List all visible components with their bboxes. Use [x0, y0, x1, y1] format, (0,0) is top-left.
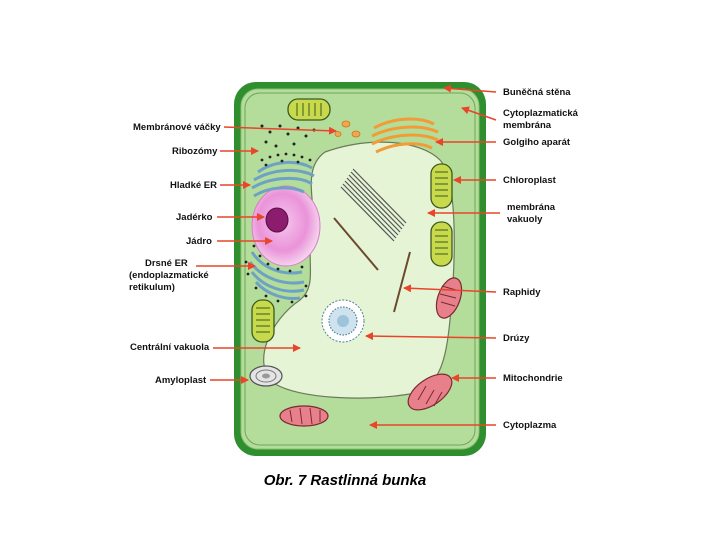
- chloroplast: [430, 163, 453, 209]
- arrow-druses: [365, 332, 497, 341]
- figure-caption: Obr. 7 Rastlinná bunka: [263, 472, 427, 489]
- amyloplast: [249, 365, 283, 387]
- golgi-apparatus: [371, 117, 439, 154]
- nucleolus: [265, 207, 289, 233]
- chloroplast: [430, 221, 453, 267]
- left-arrows: [196, 126, 337, 384]
- label-vacuole-membrane: vakuoly: [507, 214, 543, 225]
- arrow-membrane-vesicles: [223, 126, 337, 135]
- mitochondrion: [407, 373, 453, 411]
- label-ribosomes: Ribozómy: [172, 146, 218, 157]
- chloroplast: [287, 98, 331, 121]
- right-arrows: [365, 84, 500, 429]
- rough-er-ribosomes: [244, 244, 308, 304]
- raphides: [333, 168, 411, 313]
- label-central-vacuole: Centrální vakuola: [130, 342, 210, 353]
- label-rough-er: retikulum): [129, 282, 175, 293]
- label-raphides: Raphidy: [503, 287, 541, 298]
- arrow-raphides: [403, 284, 497, 293]
- label-membrane-vesicles: Membránové váčky: [133, 122, 221, 133]
- membrane-vesicles: [334, 120, 361, 138]
- label-nucleus: Jádro: [186, 236, 212, 247]
- cytoplasmic-membrane: [244, 92, 476, 446]
- nucleus: [251, 185, 321, 267]
- ribosomes-on-smooth-er: [260, 152, 312, 167]
- mitochondrion: [435, 277, 463, 319]
- label-cytoplasmic-membrane: membrána: [503, 120, 552, 131]
- smooth-er: [251, 161, 315, 198]
- label-rough-er: (endoplazmatické: [129, 270, 209, 281]
- arrow-cell-wall: [443, 84, 497, 93]
- label-smooth-er: Hladké ER: [170, 180, 217, 191]
- label-vacuole-membrane: membrána: [507, 202, 556, 213]
- label-nucleolus: Jadérko: [176, 212, 213, 223]
- label-cytoplasmic-membrane: Cytoplazmatická: [503, 108, 579, 119]
- label-chloroplast: Chloroplast: [503, 175, 557, 186]
- label-rough-er: Drsné ER: [145, 258, 188, 269]
- label-druses: Drúzy: [503, 333, 530, 344]
- label-golgi: Golgiho aparát: [503, 137, 571, 148]
- arrow-cytoplasmic-membrane: [461, 106, 497, 121]
- label-cytoplasm: Cytoplazma: [503, 420, 557, 431]
- free-ribosomes: [260, 124, 316, 148]
- label-amyloplast: Amyloplast: [155, 375, 207, 386]
- label-cell-wall: Buněčná stěna: [503, 87, 571, 98]
- mitochondrion: [279, 405, 329, 427]
- chloroplast: [251, 299, 275, 343]
- druse: [321, 299, 365, 343]
- label-mitochondria: Mitochondrie: [503, 373, 563, 384]
